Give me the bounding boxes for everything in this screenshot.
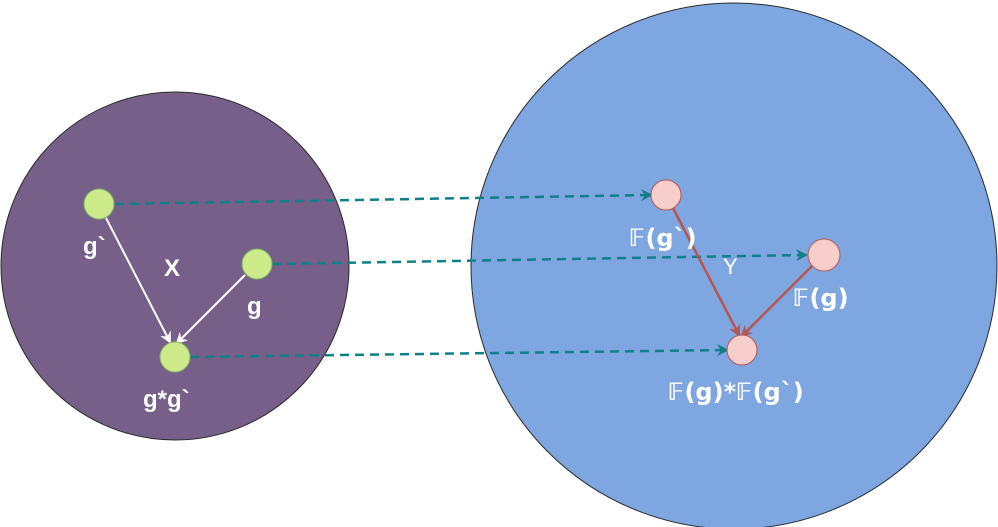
- node-image-g: [807, 238, 841, 272]
- right-set-circle: [470, 2, 998, 527]
- node-product: [159, 341, 191, 373]
- operation-arrow-g-to-product: [175, 274, 246, 345]
- label-image-g: 𝔽(g): [793, 284, 849, 312]
- operation-arrow-image-g-prime-to-product: [671, 207, 741, 337]
- left-set-circle: [0, 91, 350, 441]
- node-g: [241, 248, 273, 280]
- label-product: g*g`: [143, 386, 190, 413]
- operation-arrow-image-g-to-product: [740, 265, 813, 338]
- node-image-g-prime: [650, 179, 682, 211]
- label-image-g-prime: 𝔽(g`): [629, 224, 697, 252]
- label-image-product: 𝔽(g)*𝔽(g`): [668, 378, 804, 406]
- label-operation-y: Y: [723, 254, 738, 279]
- node-image-product: [726, 334, 758, 366]
- label-operation-x: X: [164, 255, 180, 282]
- operation-arrow-g-prime-to-product: [105, 217, 171, 344]
- node-g-prime: [83, 188, 115, 220]
- label-g: g: [247, 293, 262, 320]
- label-g-prime: g`: [83, 233, 106, 260]
